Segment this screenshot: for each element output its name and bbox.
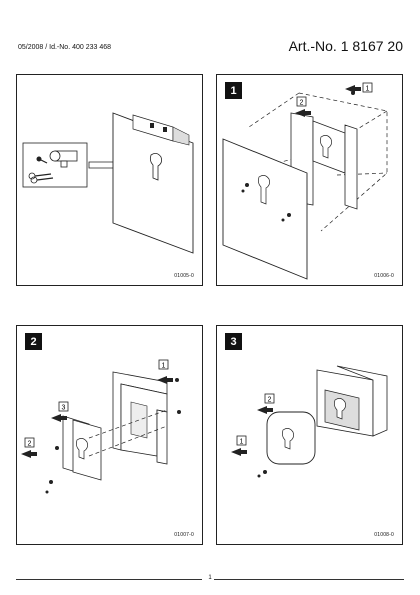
svg-text:1: 1 [366,86,370,93]
push-arrow-icon: 2 [295,96,311,117]
panel-step-2: 2 1 [16,325,203,545]
svg-text:1: 1 [240,439,244,446]
svg-text:1: 1 [162,363,166,370]
screw-icon [36,156,48,164]
panel-overview: 01005-0 [16,74,203,286]
door-plate [222,138,308,280]
push-arrow-icon: 3 [51,401,69,422]
push-arrow-icon: 1 [345,82,373,93]
step-3-illustration: 2 1 [231,365,388,478]
svg-text:2: 2 [300,100,304,107]
mounting-box [316,365,388,437]
article-number: Art.-No. 1 8167 20 [288,38,403,54]
figure-code: 01007-0 [174,532,194,538]
panel-step-3: 3 2 1 01008-0 [216,325,403,545]
inset-frame [22,142,88,188]
door-panel [112,112,194,254]
svg-text:2: 2 [268,397,272,404]
keyhole [257,175,270,205]
push-arrow-icon: 2 [21,437,37,458]
overview-illustration [22,112,194,254]
svg-text:3: 3 [62,405,66,412]
push-arrow-icon: 1 [231,435,247,456]
cover-plate [62,415,102,481]
step-number-badge: 3 [225,333,242,350]
figure-code: 01006-0 [374,273,394,279]
mounting-bracket [112,371,168,465]
lock-cylinder-icon [49,150,78,168]
step-1-illustration: 1 2 [222,82,388,280]
svg-text:2: 2 [28,441,32,448]
push-arrow-icon: 2 [257,393,275,414]
step-2-illustration: 1 3 2 [21,359,181,494]
footer-line-right [214,579,404,580]
figure-code: 01008-0 [374,532,394,538]
screw-icon [241,91,355,222]
footer-line-left [16,579,202,580]
cover-plate [266,411,316,465]
screw-icon [257,470,267,478]
screw-icon [45,378,181,494]
page-number: 1 [208,575,212,581]
push-arrow-icon: 1 [157,359,173,384]
panel-step-1: 1 1 [216,74,403,286]
keys-icon [28,172,54,184]
step-number-badge: 2 [25,333,42,350]
figure-code: 01005-0 [174,273,194,279]
step-number-badge: 1 [225,82,242,99]
document-meta: 05/2008 / Id.-No. 400 233 468 [18,44,112,51]
